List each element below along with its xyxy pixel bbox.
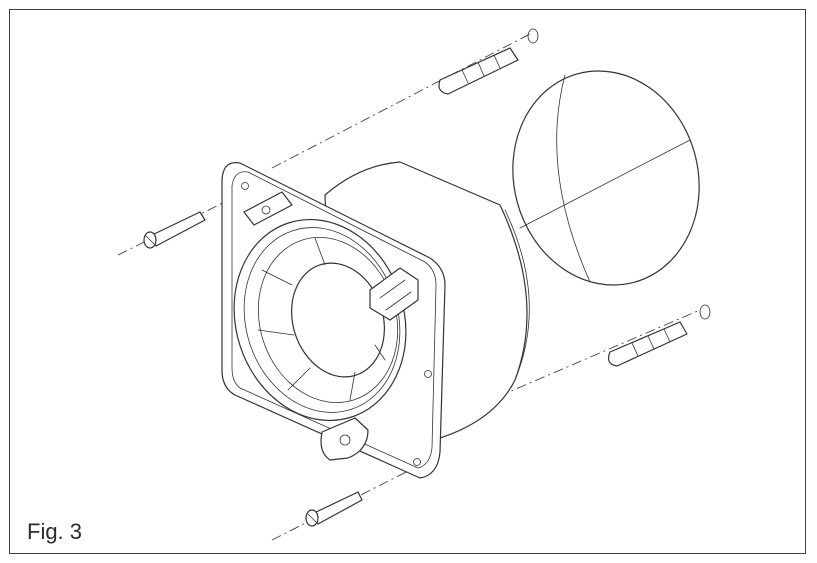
alignment-line-left-screw [117,191,246,256]
wall-plug-bottom [607,304,711,367]
bottom-clip [320,417,369,461]
screw-bottom [305,491,363,527]
alignment-line-top [271,33,531,169]
wall-plug-top [438,28,539,95]
screw-left [143,211,206,249]
figure-frame [9,9,806,554]
fan-impeller [233,218,407,422]
figure-caption: Fig. 3 [27,519,83,544]
wall-hole [512,70,700,286]
terminal-block [369,267,419,321]
cable-clamp-top [243,191,293,226]
